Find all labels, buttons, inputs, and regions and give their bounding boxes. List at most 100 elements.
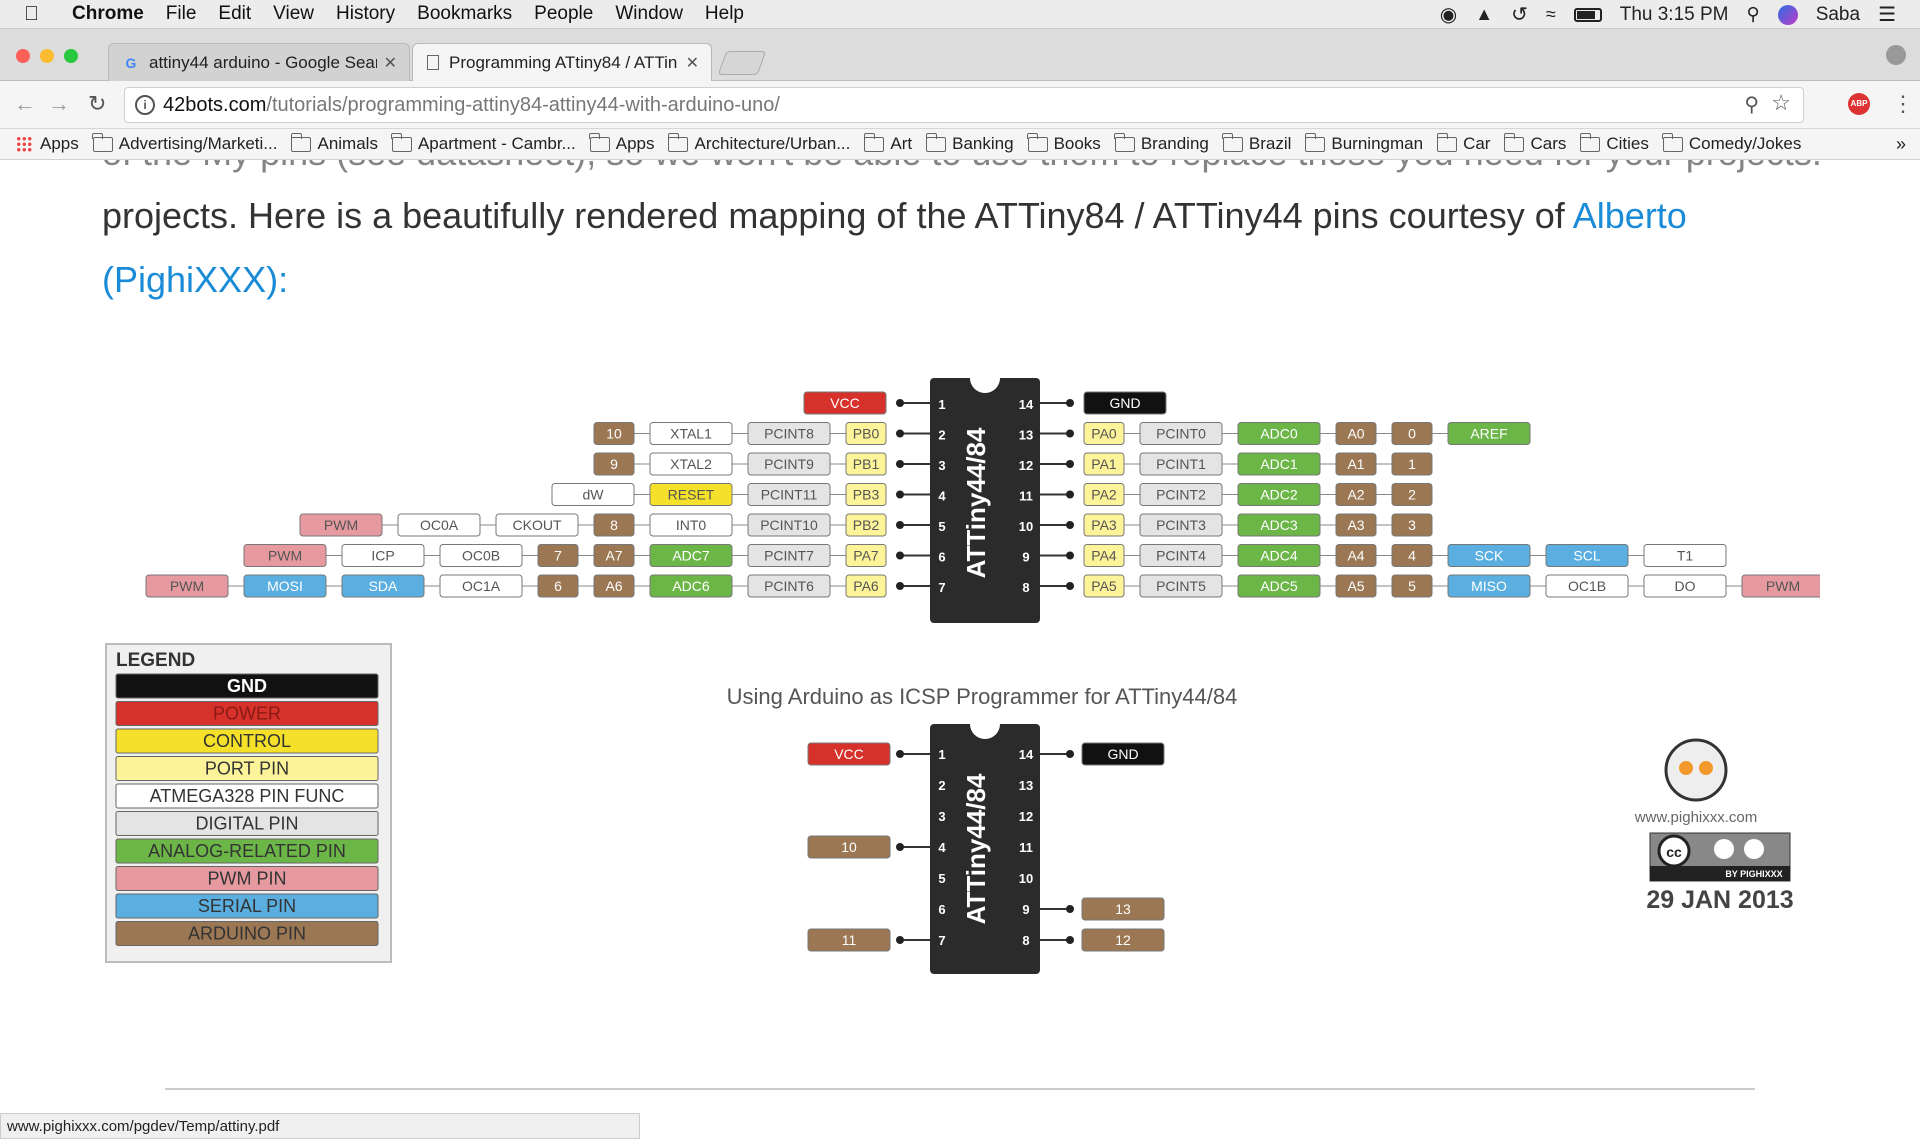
bookmarks-overflow-icon[interactable]: » bbox=[1895, 133, 1906, 154]
pin-tag-label: PB3 bbox=[853, 487, 880, 503]
close-window-button[interactable] bbox=[16, 49, 30, 63]
bookmark-label: Art bbox=[890, 134, 913, 153]
by-icon bbox=[1714, 839, 1734, 859]
reload-icon[interactable]: ↻ bbox=[88, 91, 107, 116]
menu-file[interactable]: File bbox=[165, 3, 197, 24]
pin-tag-pwm bbox=[299, 513, 383, 537]
bookmark-star-icon[interactable]: ☆ bbox=[1771, 90, 1791, 115]
legend-swatch bbox=[115, 728, 379, 754]
bookmark-folder[interactable]: Branding bbox=[1114, 132, 1209, 154]
wifi-icon[interactable]: ≈ bbox=[1545, 4, 1556, 24]
drive-icon[interactable]: ▲ bbox=[1475, 4, 1494, 24]
menu-app-name[interactable]: Chrome bbox=[72, 3, 144, 24]
bookmark-folder[interactable]: Cities bbox=[1579, 132, 1649, 154]
profile-icon[interactable] bbox=[1886, 45, 1906, 65]
pin-tag-label: PA4 bbox=[1091, 548, 1117, 564]
tab-google-search[interactable]: G attiny44 arduino - Google Sear ✕ bbox=[108, 43, 410, 81]
legend-label: DIGITAL PIN bbox=[195, 814, 298, 834]
adblock-extension-icon[interactable]: ABP bbox=[1848, 93, 1870, 115]
siri-icon[interactable] bbox=[1777, 4, 1798, 25]
menu-people[interactable]: People bbox=[534, 3, 594, 24]
bookmark-folder[interactable]: Animals bbox=[290, 132, 378, 154]
pin-number: 6 bbox=[938, 902, 945, 917]
pin-tag-label: PB0 bbox=[853, 426, 880, 442]
pin-dot bbox=[1066, 429, 1074, 438]
pin-tag-label: PWM bbox=[170, 578, 204, 594]
more-menu-icon[interactable]: ⋮ bbox=[1892, 91, 1914, 116]
close-tab-icon[interactable]: ✕ bbox=[383, 54, 397, 72]
bookmark-folder[interactable]: Apartment - Cambr... bbox=[391, 132, 576, 154]
bookmark-folder[interactable]: Apps bbox=[589, 132, 654, 154]
menu-history[interactable]: History bbox=[336, 3, 396, 24]
pin-tag-label: INT0 bbox=[676, 517, 707, 533]
tab-programming-attiny[interactable]: Programming ATtiny84 / ATTin ✕ bbox=[412, 43, 712, 81]
menu-help[interactable]: Help bbox=[704, 3, 744, 24]
spotlight-search-icon[interactable]: ⚲ bbox=[1746, 4, 1760, 24]
bookmark-folder[interactable]: Comedy/Jokes bbox=[1662, 132, 1801, 154]
bookmark-folder[interactable]: Brazil bbox=[1222, 132, 1291, 154]
bookmark-folder[interactable]: Advertising/Marketi... bbox=[92, 132, 277, 154]
pin-tag-label: PA5 bbox=[1091, 578, 1117, 594]
pin-tag-label: T1 bbox=[1677, 548, 1694, 564]
new-tab-button[interactable] bbox=[717, 51, 767, 75]
legend-title: LEGEND bbox=[116, 650, 195, 671]
menu-bookmarks[interactable]: Bookmarks bbox=[417, 3, 513, 24]
legend-label: ANALOG-RELATED PIN bbox=[148, 841, 346, 861]
chip-label: ATTiny44/84 bbox=[961, 427, 991, 578]
pin-tag-label: 6 bbox=[554, 578, 562, 594]
zoom-icon[interactable]: ⚲ bbox=[1744, 94, 1759, 116]
forward-icon[interactable]: → bbox=[48, 91, 70, 116]
pin-number: 12 bbox=[1019, 458, 1033, 473]
pin-tag-label: A2 bbox=[1347, 487, 1364, 503]
menu-clock[interactable]: Thu 3:15 PM bbox=[1619, 3, 1729, 25]
bookmark-folder[interactable]: Art bbox=[863, 132, 913, 154]
menu-view[interactable]: View bbox=[273, 3, 315, 24]
bookmark-apps[interactable]: Apps bbox=[16, 134, 79, 154]
creative-cloud-icon[interactable]: ◉ bbox=[1439, 4, 1458, 26]
address-bar[interactable]: i 42bots.com/tutorials/programming-attin… bbox=[124, 87, 1804, 123]
time-machine-icon[interactable]: ↺ bbox=[1511, 4, 1528, 26]
pin-tag-label: PWM bbox=[1766, 578, 1800, 594]
legend-swatch bbox=[115, 756, 379, 781]
bookmark-folder[interactable]: Banking bbox=[925, 132, 1014, 154]
battery-icon[interactable] bbox=[1573, 7, 1602, 22]
pin-number: 13 bbox=[1019, 428, 1033, 443]
bookmark-folder[interactable]: Architecture/Urban... bbox=[667, 132, 850, 154]
pin-tag-label: PCINT1 bbox=[1156, 456, 1206, 472]
bookmark-folder[interactable]: Cars bbox=[1503, 132, 1566, 154]
cutoff-text-line: of the My pins (see datasheet), so we wo… bbox=[102, 160, 1822, 174]
pin-tag-label: DO bbox=[1675, 578, 1696, 594]
back-icon[interactable]: ← bbox=[14, 91, 36, 116]
site-info-icon[interactable]: i bbox=[135, 95, 155, 115]
minimize-window-button[interactable] bbox=[40, 49, 54, 63]
apple-icon[interactable]:  bbox=[24, 3, 54, 26]
menu-edit[interactable]: Edit bbox=[218, 3, 252, 24]
folder-icon bbox=[925, 132, 947, 152]
url-host: 42bots.com bbox=[163, 93, 267, 116]
zoom-window-button[interactable] bbox=[64, 49, 78, 63]
close-tab-icon[interactable]: ✕ bbox=[685, 54, 699, 72]
pin-number: 1 bbox=[938, 397, 945, 412]
pin-number: 14 bbox=[1019, 397, 1034, 412]
bookmark-folder[interactable]: Books bbox=[1027, 132, 1101, 154]
bookmark-folder[interactable]: Car bbox=[1436, 132, 1491, 154]
bookmark-folder[interactable]: Burningman bbox=[1304, 132, 1423, 154]
legend-label: CONTROL bbox=[203, 731, 291, 751]
bookmark-label: Branding bbox=[1140, 134, 1209, 153]
pin-tag-label: 12 bbox=[1115, 932, 1131, 948]
pin-dot bbox=[896, 460, 904, 468]
pin-tag-label: A4 bbox=[1347, 548, 1364, 564]
notification-center-icon[interactable]: ☰ bbox=[1878, 4, 1896, 26]
pin-dot bbox=[1066, 460, 1074, 468]
menu-window[interactable]: Window bbox=[615, 3, 683, 24]
bookmark-label: Car bbox=[1463, 134, 1491, 153]
icsp-chip-body bbox=[930, 724, 1040, 974]
author-link[interactable]: Alberto (PighiXXX): bbox=[102, 195, 1687, 300]
bookmark-label: Cities bbox=[1606, 134, 1649, 153]
bookmark-label: Apps bbox=[40, 134, 79, 153]
pin-tag-label: PCINT7 bbox=[764, 548, 814, 564]
pin-dot bbox=[896, 936, 904, 944]
article-paragraph: projects. Here is a beautifully rendered… bbox=[102, 184, 1822, 312]
menu-user[interactable]: Saba bbox=[1815, 3, 1861, 25]
